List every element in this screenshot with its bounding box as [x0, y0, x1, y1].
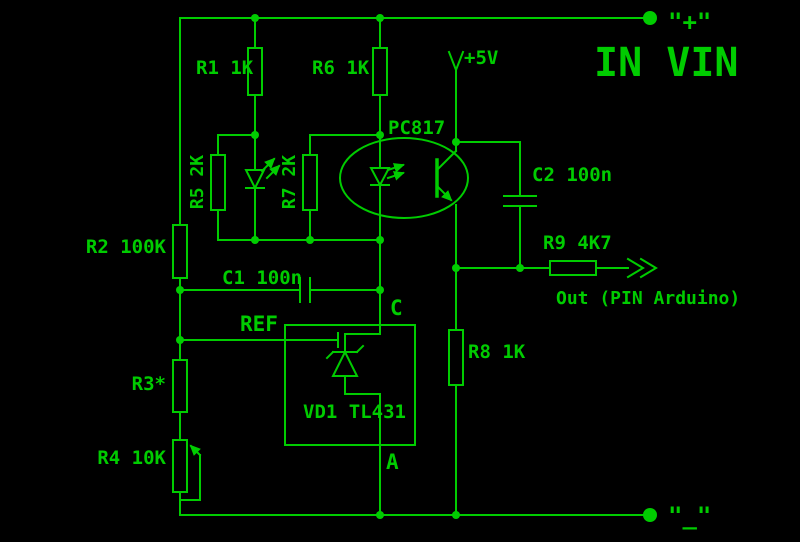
pin-label-cathode: C: [390, 296, 403, 320]
junction-dot: [251, 14, 259, 22]
resistor-r5: R5 2K: [187, 154, 226, 211]
junction-dot: [176, 286, 184, 294]
supply-arrow: [447, 50, 465, 73]
resistor-body: [172, 439, 188, 493]
resistor-body: [172, 359, 188, 413]
optocoupler-label: PC817: [388, 117, 445, 139]
output-label: Out (PIN Arduino): [556, 288, 740, 309]
led-light-arrow: [260, 157, 276, 173]
resistor-r3: R3*: [132, 359, 188, 413]
junction-dot: [176, 336, 184, 344]
resistor-r9-label: R9 4K7: [543, 232, 612, 254]
resistor-r8-label: R8 1K: [468, 341, 526, 363]
pin-label-anode: A: [386, 450, 399, 474]
resistor-r8: R8 1K: [448, 329, 526, 386]
output-arrow: Out (PIN Arduino): [556, 257, 740, 309]
junction-dot: [452, 264, 460, 272]
junction-dot: [251, 131, 259, 139]
resistor-body: [172, 224, 188, 279]
tl431-label: VD1 TL431: [303, 401, 406, 423]
potentiometer-r4: R4 10K: [97, 439, 202, 493]
terminal-minus-node: [643, 508, 657, 522]
opto-light-arrow: [386, 163, 405, 173]
junction-dot: [452, 138, 460, 146]
terminal-minus: "_": [643, 502, 711, 530]
terminal-plus-label: "+": [668, 8, 711, 36]
tl431-vd1: VD1 TL431 REF C A: [240, 296, 416, 474]
junction-dot: [376, 511, 384, 519]
output-chevrons: [626, 257, 658, 279]
zener-wing: [325, 350, 335, 360]
led-triangle: [244, 169, 266, 191]
indicator-led: [244, 157, 281, 191]
capacitor-c2: C2 100n: [503, 164, 612, 207]
junction-dot: [516, 264, 524, 272]
zener-triangle: [331, 349, 359, 377]
resistor-r1-label: R1 1K: [196, 57, 254, 79]
junction-dot: [376, 286, 384, 294]
resistor-r4-label: R4 10K: [97, 447, 166, 469]
tl431-outline: [284, 324, 416, 446]
resistor-r3-label: R3*: [132, 373, 166, 395]
supply-label: +5V: [464, 47, 498, 69]
terminal-plus: "+": [643, 8, 711, 36]
resistor-r5-label: R5 2K: [187, 155, 208, 209]
resistor-r7-label: R7 2K: [279, 155, 300, 209]
led-light-arrow: [265, 164, 281, 180]
resistor-r9: R9 4K7: [543, 232, 612, 276]
resistor-r6-label: R6 1K: [312, 57, 370, 79]
capacitor-c2-label: C2 100n: [532, 164, 612, 186]
optocoupler-pc817: PC817: [339, 117, 469, 219]
resistor-r2-label: R2 100K: [86, 236, 167, 258]
junction-dot: [376, 131, 384, 139]
terminal-plus-node: [643, 11, 657, 25]
junction-dot: [452, 511, 460, 519]
resistor-body: [448, 329, 464, 386]
terminal-minus-label: "_": [668, 502, 711, 530]
pin-label-ref: REF: [240, 312, 278, 336]
phototransistor-emitter: [435, 184, 453, 202]
resistor-body: [549, 260, 597, 276]
resistor-r7: R7 2K: [279, 154, 318, 211]
resistor-body: [247, 47, 263, 96]
optocoupler-outline: [339, 137, 469, 219]
junction-dot: [376, 14, 384, 22]
resistor-body: [302, 154, 318, 211]
junction-dot: [376, 236, 384, 244]
wiper-arrow: [189, 444, 202, 457]
junction-dot: [251, 236, 259, 244]
resistor-body: [372, 47, 388, 96]
opto-light-arrow: [386, 171, 405, 181]
junction-dots: [176, 14, 524, 519]
junction-dot: [306, 236, 314, 244]
capacitor-c1: C1 100n: [222, 267, 311, 303]
resistor-r2: R2 100K: [86, 224, 188, 279]
capacitor-c1-label: C1 100n: [222, 267, 302, 289]
opto-led-triangle: [369, 167, 391, 188]
resistor-r6: R6 1K: [312, 47, 388, 96]
resistor-body: [210, 154, 226, 211]
resistor-r1: R1 1K: [196, 47, 263, 96]
supply-5v: +5V: [447, 47, 498, 73]
zener-wing: [355, 344, 365, 354]
title-in-vin: IN VIN: [594, 40, 739, 86]
